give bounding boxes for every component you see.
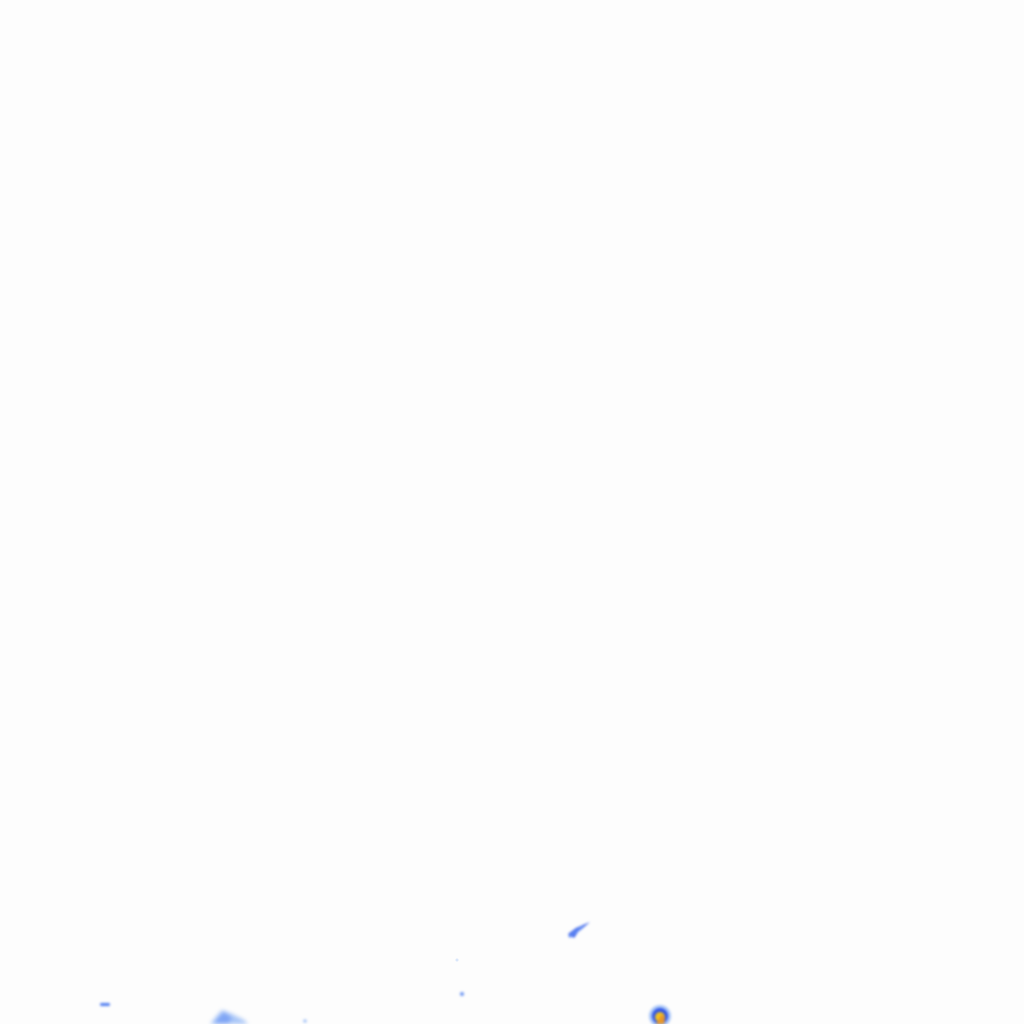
blue-dot-mark xyxy=(460,992,464,996)
blue-streak-mark xyxy=(568,922,590,938)
small-blue-fleck-mark xyxy=(303,1019,307,1023)
pale-blue-blob-mark xyxy=(210,1010,248,1024)
blue-dash-mark xyxy=(100,1003,110,1006)
faint-dot-mark xyxy=(455,958,459,962)
blue-yellow-hotspot-mark xyxy=(649,1005,671,1024)
